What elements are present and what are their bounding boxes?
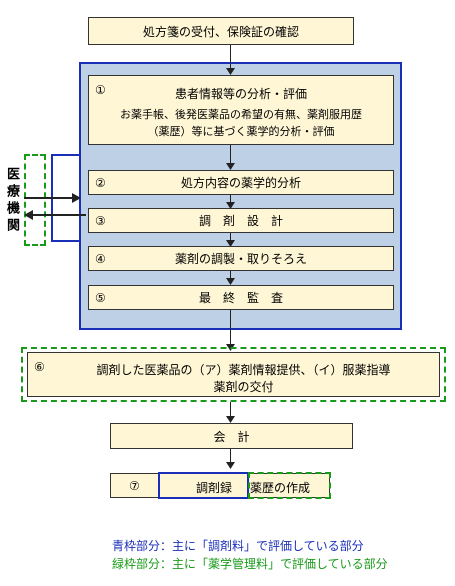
arrow-down-icon	[226, 68, 235, 75]
step2-number: ②	[95, 175, 106, 190]
step1-box: ① 患者情報等の分析・評価 お薬手帳、後発医薬品の希望の有無、薬剤服用歴 （薬歴…	[88, 75, 394, 145]
blue-bracket	[51, 240, 81, 242]
step7-history-frame	[248, 472, 331, 499]
step3-label: 調 剤 設 計	[198, 214, 283, 228]
arrow-down-icon	[226, 416, 235, 423]
payment-label: 会 計	[213, 429, 250, 444]
pharma-mgmt-frame-step6	[21, 347, 446, 402]
step3-box: ③ 調 剤 設 計	[88, 208, 394, 233]
medical-institution-frame	[24, 154, 46, 246]
reception-box: 処方箋の受付、保険証の確認	[88, 17, 354, 45]
step4-number: ④	[95, 251, 106, 266]
step7-number: ⑦	[129, 478, 140, 493]
connector	[230, 402, 231, 421]
connector	[230, 233, 231, 245]
step6-box: ⑥ 調剤した医薬品の（ア）薬剤情報提供、（イ）服薬指導 薬剤の交付	[27, 352, 440, 397]
step3-number: ③	[95, 213, 106, 228]
reception-label: 処方箋の受付、保険証の確認	[142, 24, 299, 39]
connector	[230, 145, 231, 168]
step1-title: 患者情報等の分析・評価	[174, 87, 307, 101]
step4-label: 薬剤の調製・取りそろえ	[174, 252, 307, 266]
blue-bracket	[51, 154, 81, 156]
step1-desc-line1: お薬手帳、後発医薬品の希望の有無、薬剤服用歴	[120, 108, 362, 121]
step6-line2: 薬剤の交付	[213, 380, 274, 394]
arrow-right-icon	[72, 193, 81, 203]
step7-history-label: 薬歴の作成	[250, 481, 311, 495]
connector	[230, 271, 231, 283]
arrow-left-icon	[24, 210, 33, 220]
arrow-down-icon	[226, 462, 235, 469]
reply-arrow-line	[30, 214, 86, 216]
arrow-down-icon	[226, 278, 235, 285]
step1-number: ①	[95, 83, 106, 97]
medical-institution-label: 医療機関	[2, 167, 20, 241]
arrow-down-icon	[226, 240, 235, 247]
arrow-down-icon	[226, 202, 235, 209]
step5-box: ⑤ 最 終 監 査	[88, 285, 394, 310]
step6-number: ⑥	[34, 360, 45, 374]
medical-institution-text: 医療機関	[4, 167, 19, 235]
step5-label: 最 終 監 査	[198, 291, 283, 305]
inquiry-arrow-line	[24, 197, 76, 199]
arrow-down-icon	[226, 163, 235, 170]
connector	[230, 449, 231, 467]
connector	[230, 195, 231, 206]
step2-box: ② 処方内容の薬学的分析	[88, 170, 394, 195]
step7-record-label: 調剤録	[196, 481, 233, 495]
legend-blue: 青枠部分：主に「調剤料」で評価している部分	[112, 539, 364, 553]
step2-label: 処方内容の薬学的分析	[180, 176, 301, 190]
connector	[230, 45, 231, 72]
step6-line1: 調剤した医薬品の（ア）薬剤情報提供、（イ）服薬指導	[96, 363, 391, 377]
payment-box: 会 計	[110, 423, 353, 449]
step4-box: ④ 薬剤の調製・取りそろえ	[88, 246, 394, 271]
connector	[230, 310, 231, 349]
legend-green: 緑枠部分：主に「薬学管理料」で評価している部分	[112, 557, 388, 571]
step1-desc-line2: （薬歴）等に基づく薬学的分析・評価	[147, 125, 335, 138]
step5-number: ⑤	[95, 290, 106, 305]
